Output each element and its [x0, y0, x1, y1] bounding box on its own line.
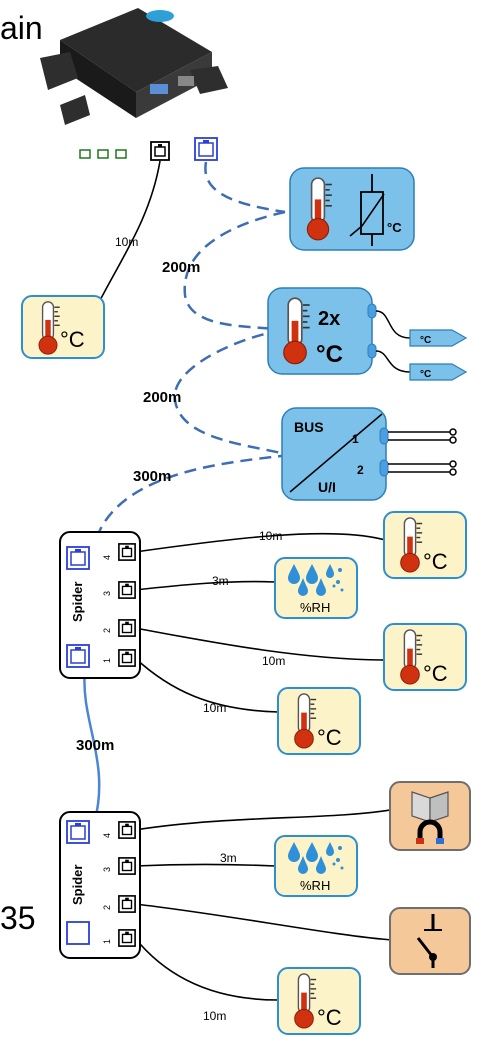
thermistor-probe-module: °C [289, 167, 415, 251]
sensor-unit: °C [316, 341, 343, 368]
port-number: 2 [102, 905, 112, 910]
thermistor-icon [349, 174, 385, 246]
sensor-unit: °C [387, 220, 402, 235]
rj-port-icon [118, 649, 136, 667]
rj-port-icon [118, 543, 136, 561]
cable-length-labels: 10m 200m 200m 300m 300m 10m 3m 10m 10m 3… [76, 235, 285, 1023]
sensor-unit: °C [423, 549, 448, 574]
bus-ui-module: BUS U/I 1 2 [281, 407, 457, 501]
cable-length: 3m [212, 574, 229, 588]
bus-port-icon [194, 137, 218, 161]
temperature-sensor: °C [383, 623, 467, 691]
rj-port-icon [150, 141, 170, 161]
spider-hub: Spider 4 3 2 1 [59, 531, 141, 679]
temperature-sensor: °C [21, 295, 105, 359]
sensor-unit: °C [60, 327, 85, 352]
sensor-cables [94, 160, 393, 1001]
module-port-label: 1 [352, 432, 359, 446]
rj-port-icon [118, 929, 136, 947]
cable-length: 10m [262, 654, 285, 668]
cable-length: 10m [203, 701, 226, 715]
port-number: 3 [102, 591, 112, 596]
switch-icon [416, 914, 442, 968]
temperature-sensor: °C [277, 967, 361, 1035]
cable-length: 300m [76, 737, 114, 754]
rj-port-icon [118, 581, 136, 599]
port-number: 1 [102, 658, 112, 663]
spider-label: Spider [70, 865, 85, 905]
rj-port-icon [118, 821, 136, 839]
switch-contact-sensor [389, 907, 471, 975]
probe-icon: °C [409, 329, 468, 347]
port-number: 4 [102, 555, 112, 560]
rj-port-icon [118, 619, 136, 637]
humidity-sensor: %RH [274, 835, 358, 897]
probe-icon: °C [409, 363, 468, 381]
terminal-icon [79, 149, 127, 159]
sensor-unit: °C [317, 1005, 342, 1030]
terminator-port-icon [66, 921, 90, 945]
base-unit-device [40, 8, 228, 125]
cable-length: 200m [143, 389, 181, 406]
rj-port-icon [118, 895, 136, 913]
sensor-unit: %RH [300, 878, 330, 893]
bus-cable-solid [83, 669, 101, 821]
bus-port-icon [66, 644, 90, 668]
module-ui-label: U/I [318, 479, 336, 495]
cable-length: 200m [162, 259, 200, 276]
door-contact-sensor [389, 781, 471, 851]
bus-cables [90, 161, 291, 549]
cable-length: 10m [259, 529, 282, 543]
cable-length: 3m [220, 851, 237, 865]
edge-text-top: ain [0, 10, 43, 46]
spider-hub: Spider 4 3 2 1 [59, 811, 141, 959]
cable-length: 10m [203, 1009, 226, 1023]
port-number: 2 [102, 628, 112, 633]
module-bus-label: BUS [294, 419, 324, 435]
port-number: 1 [102, 939, 112, 944]
rj-port-icon [118, 857, 136, 875]
cable-length: 300m [133, 468, 171, 485]
humidity-sensor: %RH [274, 557, 358, 619]
bus-port-icon [66, 820, 90, 844]
sensor-unit: %RH [300, 600, 330, 615]
dual-probe-module: 2x °C °C °C [267, 287, 468, 381]
temperature-sensor: °C [277, 687, 361, 755]
port-number: 3 [102, 867, 112, 872]
sensor-unit: °C [317, 725, 342, 750]
door-magnet-icon [411, 791, 449, 844]
probe-unit: °C [420, 335, 431, 346]
probe-unit: °C [420, 369, 431, 380]
port-number: 4 [102, 833, 112, 838]
spider-label: Spider [70, 582, 85, 622]
probe-count: 2x [318, 308, 340, 330]
bus-port-icon [66, 546, 90, 570]
cable-length: 10m [115, 235, 138, 249]
module-port-label: 2 [357, 463, 364, 477]
sensor-unit: °C [423, 661, 448, 686]
device-ports [79, 137, 218, 161]
edge-text-bottom: 35 [0, 900, 36, 936]
temperature-sensor: °C [383, 511, 467, 579]
